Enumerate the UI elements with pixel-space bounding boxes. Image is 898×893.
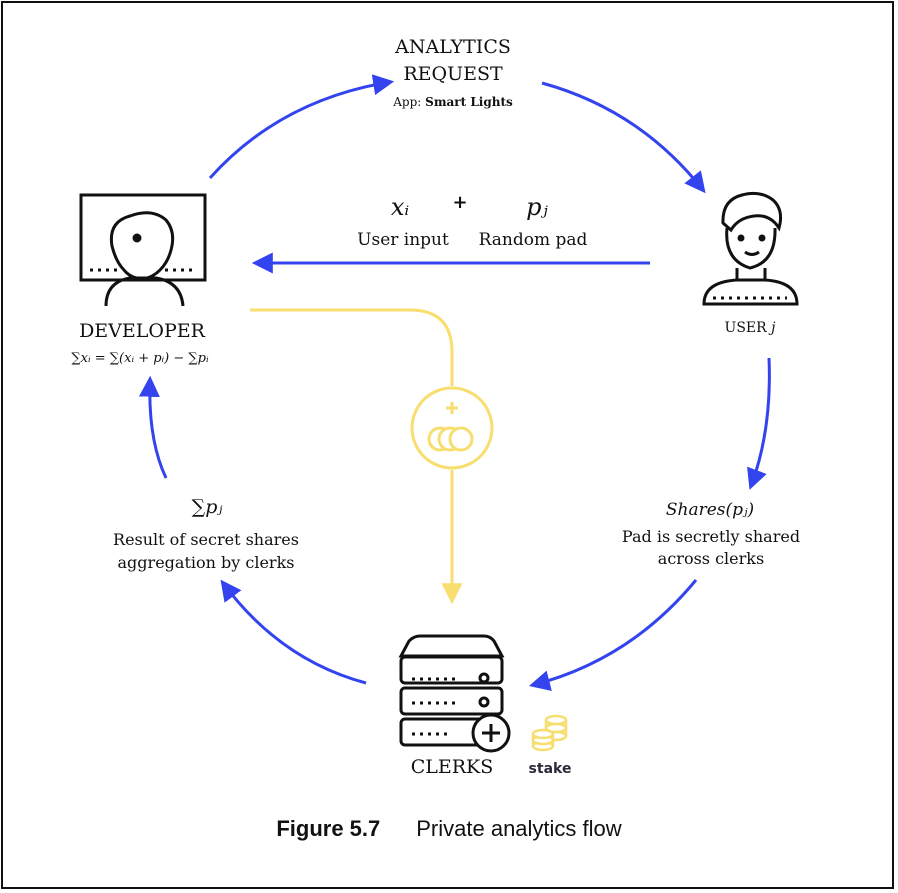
var-p: pⱼ <box>526 193 548 221</box>
arrow-developer-to-request <box>208 74 395 180</box>
result-line1: Result of secret shares <box>113 530 299 549</box>
analytics-title-line1: ANALYTICS <box>395 36 511 58</box>
monitor-developer-icon <box>79 193 207 307</box>
arrow-shares-to-clerks <box>528 579 698 691</box>
arrow-result-to-developer <box>138 375 168 479</box>
result-sum: ∑pⱼ <box>191 496 223 518</box>
figure-caption: Figure 5.7 Private analytics flow <box>0 816 898 842</box>
clerks-label: CLERKS <box>410 756 494 778</box>
yellow-flow-line <box>250 308 454 386</box>
user-input-label: User input <box>357 230 449 250</box>
var-x: xᵢ <box>390 193 410 221</box>
app-prefix: App: <box>393 95 422 109</box>
user-label: USER j <box>700 320 800 336</box>
coins-icon <box>427 402 474 452</box>
random-pad-label: Random pad <box>478 230 588 250</box>
user-icon <box>702 191 799 306</box>
shares-title: Shares(pⱼ) <box>665 500 755 520</box>
developer-label: DEVELOPER <box>79 320 205 342</box>
app-line: App: Smart Lights <box>353 95 553 109</box>
user-label-text: USER <box>724 320 767 336</box>
arrow-request-to-user <box>541 81 706 194</box>
plus-sign: + <box>452 192 468 213</box>
figure-number: Figure 5.7 <box>276 816 381 841</box>
arrow-clerks-to-result <box>220 579 367 685</box>
shares-line1: Pad is secretly shared <box>621 527 801 546</box>
stake-coin-circle <box>410 386 494 470</box>
app-name: Smart Lights <box>425 95 513 109</box>
analytics-title-line2: REQUEST <box>403 63 503 85</box>
figure-title: Private analytics flow <box>416 816 622 841</box>
stake-label: stake <box>528 761 572 777</box>
arrow-user-to-shares <box>747 357 771 490</box>
developer-formula: ∑xᵢ = ∑(xᵢ + pᵢ) − ∑pᵢ <box>71 351 209 366</box>
result-line2: aggregation by clerks <box>117 553 295 572</box>
stake-coins-icon <box>531 714 568 752</box>
user-index: j <box>771 320 776 336</box>
shares-line2: across clerks <box>657 549 765 568</box>
plus-circle-icon <box>471 713 511 753</box>
